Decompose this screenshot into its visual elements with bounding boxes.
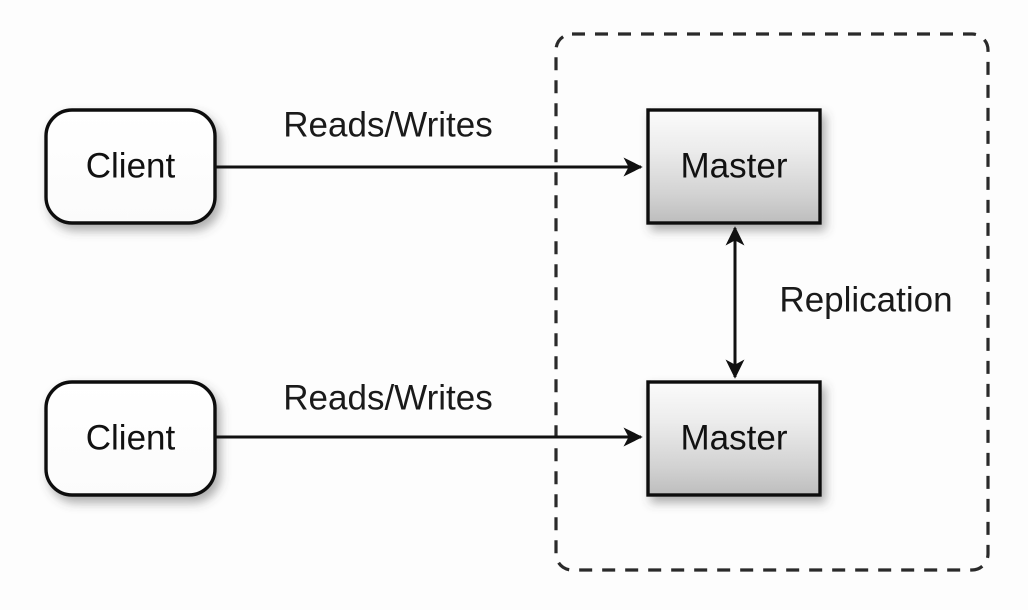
master-top-label: Master bbox=[681, 146, 788, 185]
master-bottom-shape bbox=[646, 380, 822, 497]
master-bottom-label: Master bbox=[681, 418, 788, 457]
edge-client-top-to-master-top[interactable]: Reads/Writes bbox=[215, 105, 643, 177]
node-master-top[interactable]: Master bbox=[646, 108, 822, 225]
client-top-label: Client bbox=[86, 146, 176, 185]
edge-reads-writes-top-label: Reads/Writes bbox=[283, 105, 492, 144]
edge-master-replication[interactable]: Replication bbox=[725, 226, 953, 379]
node-client-bottom[interactable]: Client bbox=[44, 380, 217, 497]
client-bottom-label: Client bbox=[86, 418, 176, 457]
edge-client-bottom-to-master-bottom[interactable]: Reads/Writes bbox=[215, 378, 643, 447]
edge-replication-label: Replication bbox=[779, 280, 952, 319]
edge-reads-writes-bottom-label: Reads/Writes bbox=[283, 378, 492, 417]
replication-cluster-boundary bbox=[554, 32, 990, 572]
node-client-top[interactable]: Client bbox=[44, 108, 217, 225]
node-master-bottom[interactable]: Master bbox=[646, 380, 822, 497]
master-top-shape bbox=[646, 108, 822, 225]
